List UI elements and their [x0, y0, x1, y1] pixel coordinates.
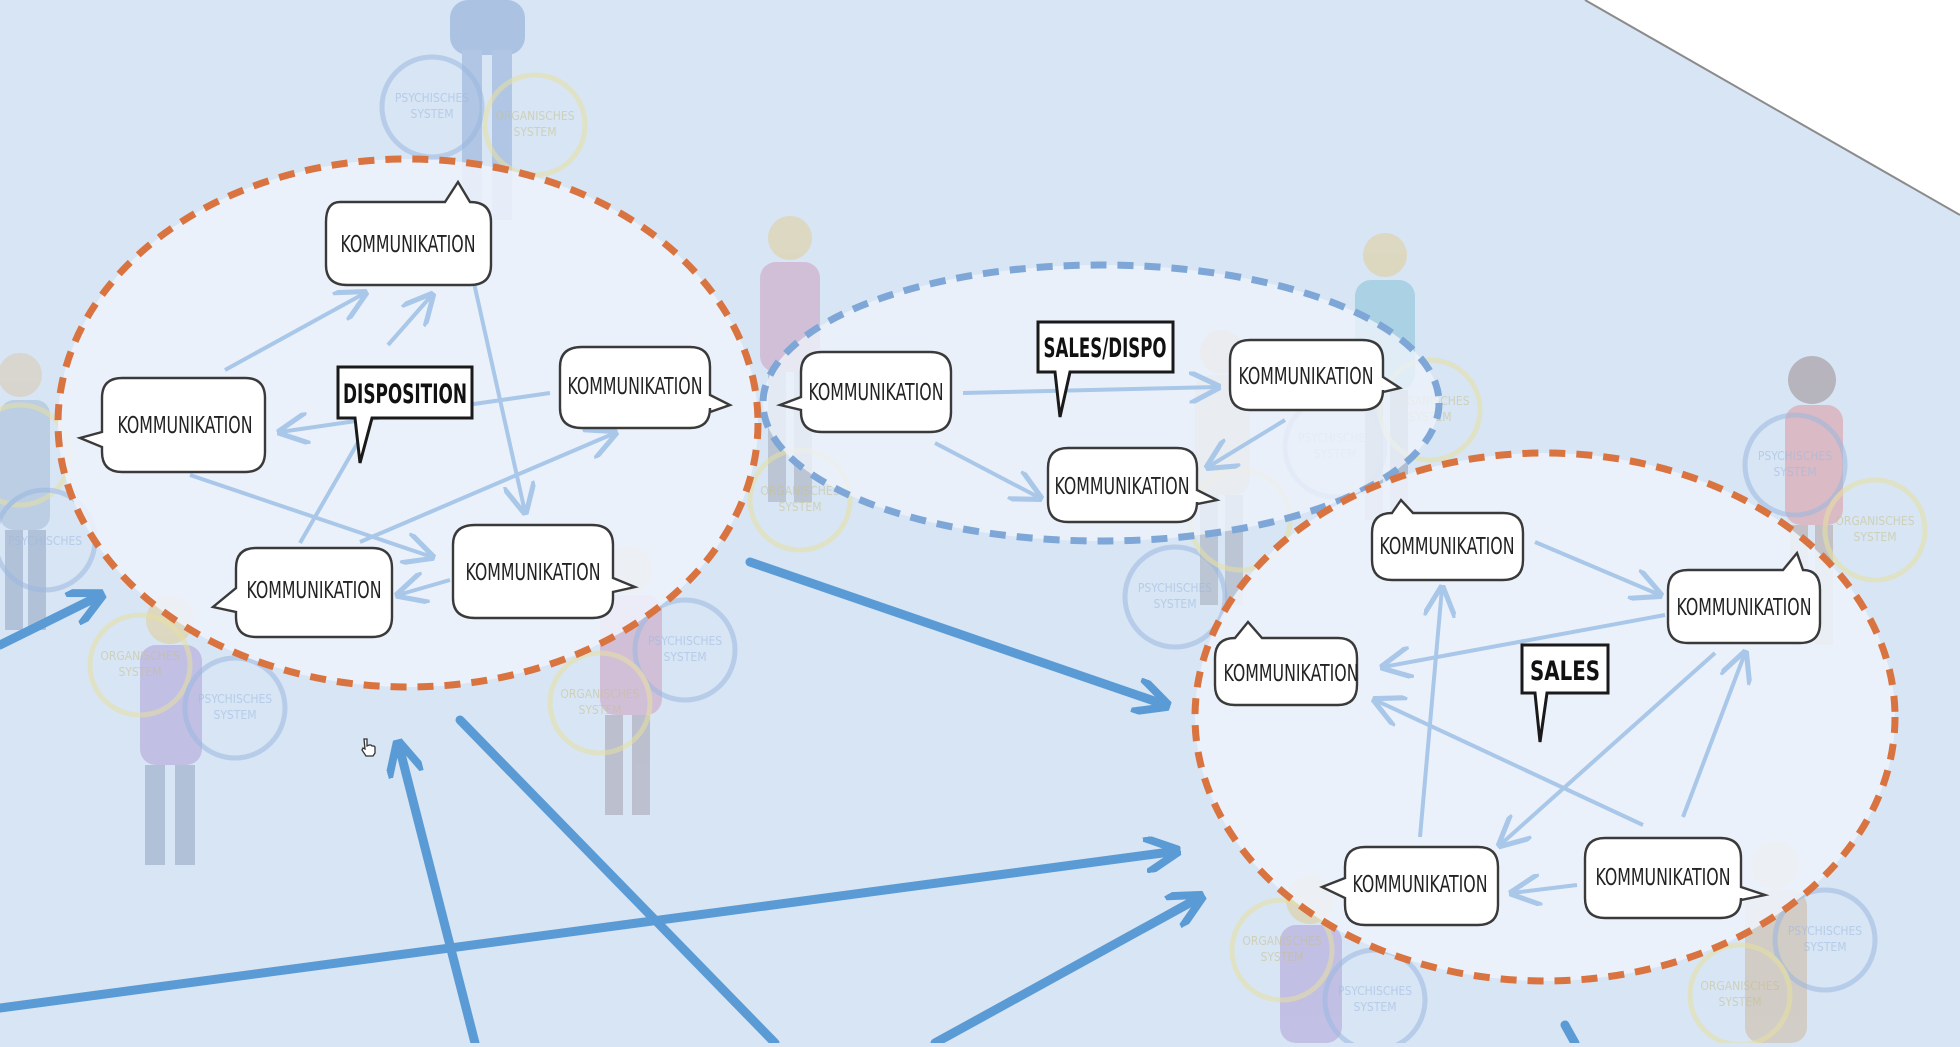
- svg-text:SYSTEM: SYSTEM: [1260, 950, 1303, 964]
- big-arrow: [745, 557, 1160, 703]
- speech-bubble: KOMMUNIKATION: [1046, 446, 1221, 524]
- svg-text:ORGANISCHES: ORGANISCHES: [760, 484, 839, 498]
- svg-text:SYSTEM: SYSTEM: [1353, 1000, 1396, 1014]
- big-arrow: [930, 900, 1195, 1047]
- speech-bubble: KOMMUNIKATION: [1213, 620, 1359, 707]
- svg-text:SYSTEM: SYSTEM: [1803, 940, 1846, 954]
- big-arrows: [0, 557, 1580, 1047]
- tag-label: SALES/DISPO: [1044, 333, 1167, 364]
- speech-bubble: KOMMUNIKATION: [1228, 338, 1404, 412]
- bubble-label: KOMMUNIKATION: [247, 578, 382, 604]
- svg-text:PSYCHISCHES: PSYCHISCHES: [1788, 924, 1862, 938]
- speech-bubble: KOMMUNIKATION: [1318, 845, 1500, 927]
- svg-text:SYSTEM: SYSTEM: [118, 665, 161, 679]
- bubble-label: KOMMUNIKATION: [1055, 474, 1190, 500]
- bubble-label: KOMMUNIKATION: [1380, 534, 1515, 560]
- hand-cursor-icon: [361, 738, 376, 757]
- svg-text:SYSTEM: SYSTEM: [1853, 530, 1896, 544]
- speech-bubble: KOMMUNIKATION: [1370, 498, 1525, 582]
- svg-text:PSYCHISCHES: PSYCHISCHES: [8, 534, 82, 548]
- tag-label: DISPOSITION: [343, 379, 467, 410]
- big-arrow: [1560, 1020, 1580, 1047]
- svg-text:ORGANISCHES: ORGANISCHES: [1700, 979, 1779, 993]
- svg-text:PSYCHISCHES: PSYCHISCHES: [1338, 984, 1412, 998]
- bubble-label: KOMMUNIKATION: [1224, 661, 1359, 687]
- svg-text:PSYCHISCHES: PSYCHISCHES: [1138, 581, 1212, 595]
- speech-bubble: KOMMUNIKATION: [451, 523, 639, 620]
- svg-text:ORGANISCHES: ORGANISCHES: [1835, 514, 1914, 528]
- speech-bubble: KOMMUNIKATION: [558, 345, 734, 430]
- big-arrow: [0, 598, 95, 650]
- speech-bubble: KOMMUNIKATION: [775, 350, 953, 434]
- tags: DISPOSITION SALES/DISPO SALES: [336, 320, 1610, 743]
- bubble-label: KOMMUNIKATION: [809, 380, 944, 406]
- speech-bubble: KOMMUNIKATION: [1666, 550, 1822, 645]
- big-arrow: [400, 750, 480, 1047]
- speech-bubble: KOMMUNIKATION: [324, 179, 493, 287]
- disposition-tag: DISPOSITION: [336, 365, 474, 464]
- speech-bubble: KOMMUNIKATION: [210, 546, 394, 639]
- svg-text:SYSTEM: SYSTEM: [1153, 597, 1196, 611]
- big-arrow: [0, 852, 1170, 1013]
- bubbles: KOMMUNIKATION KOMMUNIKATION KOMMUNIKATIO…: [76, 179, 1822, 927]
- tag-label: SALES: [1530, 656, 1600, 687]
- svg-text:SYSTEM: SYSTEM: [1773, 465, 1816, 479]
- big-arrow: [455, 715, 780, 1047]
- svg-text:PSYCHISCHES: PSYCHISCHES: [1758, 449, 1832, 463]
- bubble-label: KOMMUNIKATION: [1353, 872, 1488, 898]
- svg-text:SYSTEM: SYSTEM: [513, 125, 556, 139]
- system-label: PSYCHISCHES: [395, 91, 469, 105]
- svg-text:ORGANISCHES: ORGANISCHES: [100, 649, 179, 663]
- svg-text:PSYCHISCHES: PSYCHISCHES: [648, 634, 722, 648]
- speech-bubble: KOMMUNIKATION: [76, 376, 267, 474]
- bubble-label: KOMMUNIKATION: [341, 232, 476, 258]
- bubble-label: KOMMUNIKATION: [466, 560, 601, 586]
- system-circles: PSYCHISCHES SYSTEM ORGANISCHES SYSTEM PS…: [0, 54, 1928, 1047]
- sales-tag: SALES: [1520, 643, 1610, 743]
- bubble-label: KOMMUNIKATION: [118, 413, 253, 439]
- svg-text:SYSTEM: SYSTEM: [1718, 995, 1761, 1009]
- bubble-label: KOMMUNIKATION: [1677, 595, 1812, 621]
- svg-text:ORGANISCHES: ORGANISCHES: [1242, 934, 1321, 948]
- svg-text:PSYCHISCHES: PSYCHISCHES: [198, 692, 272, 706]
- bubble-label: KOMMUNIKATION: [568, 374, 703, 400]
- svg-text:ORGANISCHES: ORGANISCHES: [495, 109, 574, 123]
- group-ellipse-sales-dispo: [759, 261, 1443, 545]
- svg-text:SYSTEM: SYSTEM: [663, 650, 706, 664]
- thin-arrows: [189, 264, 1745, 893]
- svg-text:SYSTEM: SYSTEM: [778, 500, 821, 514]
- svg-text:SYSTEM: SYSTEM: [410, 107, 453, 121]
- speech-bubble: KOMMUNIKATION: [1583, 836, 1770, 920]
- bubble-label: KOMMUNIKATION: [1239, 364, 1374, 390]
- svg-text:SYSTEM: SYSTEM: [578, 703, 621, 717]
- bubble-label: KOMMUNIKATION: [1596, 865, 1731, 891]
- white-corner-edge: [1584, 0, 1960, 216]
- sales-dispo-tag: SALES/DISPO: [1036, 320, 1175, 418]
- svg-text:ORGANISCHES: ORGANISCHES: [560, 687, 639, 701]
- svg-text:SYSTEM: SYSTEM: [213, 708, 256, 722]
